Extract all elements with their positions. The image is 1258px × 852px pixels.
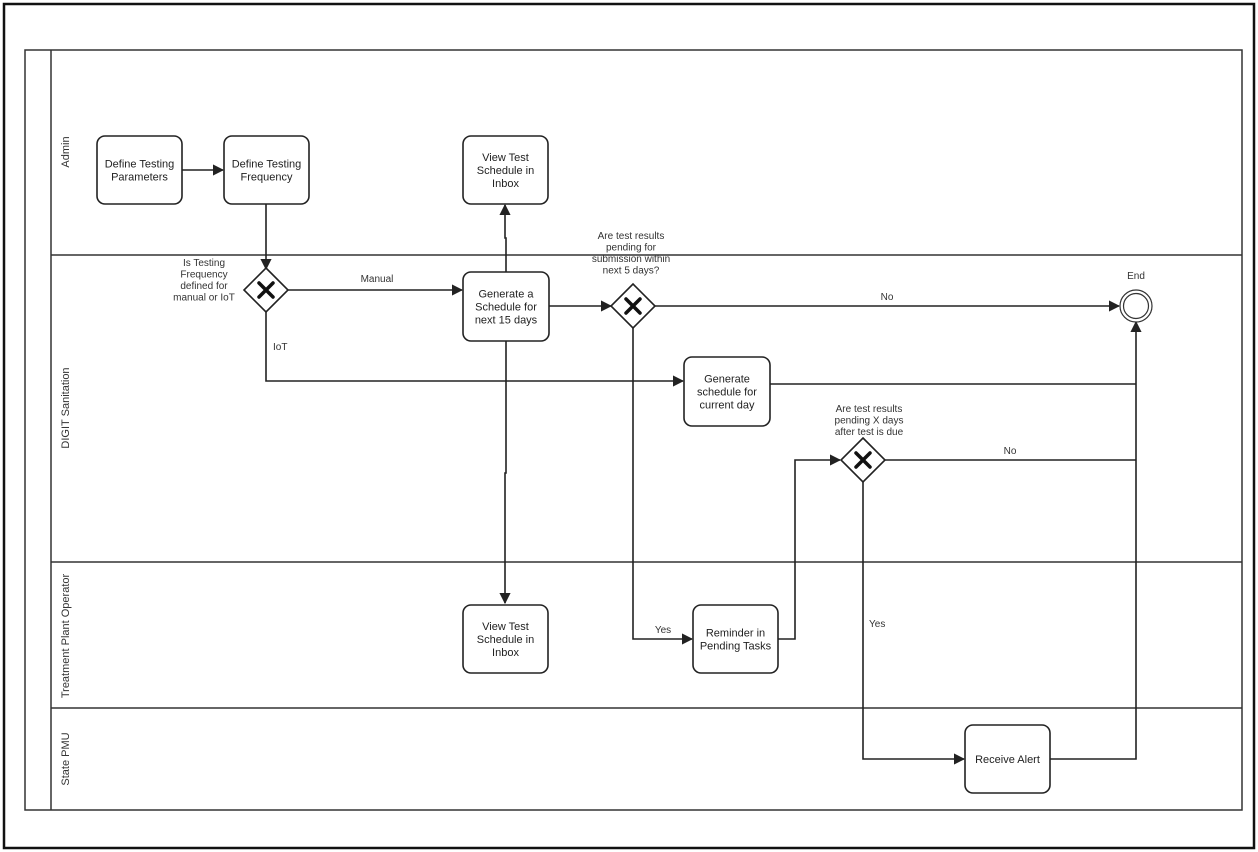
task-label-line: View Test <box>482 621 529 633</box>
task-label-line: current day <box>699 400 755 412</box>
lane-label-admin: Admin <box>60 136 72 167</box>
task-label-line: Generate <box>704 374 750 386</box>
task-label-line: Schedule in <box>477 165 535 177</box>
edge-overdue-yes <box>862 482 966 765</box>
gateway-question-line: after test is due <box>835 427 904 438</box>
task-label-line: Reminder in <box>706 628 765 640</box>
task-label-line: Pending Tasks <box>700 641 772 653</box>
task-label-line: Schedule for <box>475 302 537 314</box>
gateway-question-line: Frequency <box>180 270 227 281</box>
task-label-line: next 15 days <box>475 315 538 327</box>
lane-label-state-pmu: State PMU <box>60 732 72 785</box>
gateway-question-line: manual or IoT <box>173 293 235 304</box>
gateway-question-line: Are test results <box>836 404 903 415</box>
task-label-line: Frequency <box>241 172 293 184</box>
edge-yes-to-reminder <box>632 327 694 645</box>
gateway-question-line: next 5 days? <box>603 266 660 277</box>
task-alert[interactable]: Receive Alert <box>964 724 1051 794</box>
edge-label-yes-pending: Yes <box>655 625 671 636</box>
exclusive-x-icon <box>854 451 872 469</box>
task-box <box>462 604 549 674</box>
task-box <box>692 604 779 674</box>
pool-border <box>24 49 1243 811</box>
lane-label-digit-sanitation: DIGIT Sanitation <box>60 367 72 448</box>
edge-gen15-to-admin-inbox <box>499 203 511 272</box>
edge-label-iot: IoT <box>273 342 287 353</box>
task-label-line: Define Testing <box>232 159 302 171</box>
task-label-line: Inbox <box>492 647 519 659</box>
task-label-line: View Test <box>482 152 529 164</box>
task-label-line: Receive Alert <box>975 754 1040 766</box>
task-box <box>683 356 771 427</box>
edge-reminder-to-overdue-gateway <box>778 454 842 640</box>
edge-gen15-to-operator-inbox <box>499 341 511 605</box>
end-event-label: End <box>1127 271 1145 282</box>
exclusive-x-icon <box>624 297 642 315</box>
gateway-question-line: Are test results <box>598 231 665 242</box>
edge-alert-to-end <box>1050 320 1142 760</box>
task-box <box>462 135 549 205</box>
edge-label-no-pending: No <box>881 292 894 303</box>
end-event[interactable]: End <box>1119 271 1153 323</box>
lane-label-treatment-plant-operator: Treatment Plant Operator <box>60 574 72 699</box>
gateway-question-line: submission within <box>592 254 670 265</box>
edge-label-manual: Manual <box>361 274 394 285</box>
edges <box>182 164 1142 765</box>
task-box <box>462 271 550 342</box>
gateway-question-line: pending for <box>606 243 657 254</box>
edge-label-yes-overdue: Yes <box>869 619 885 630</box>
task-box <box>964 724 1051 794</box>
task-label-line: Inbox <box>492 178 519 190</box>
task-label-line: schedule for <box>697 387 757 399</box>
end-event-inner-ring <box>1122 292 1150 320</box>
gateway-question-line: Is Testing <box>183 258 225 269</box>
task-label-line: Define Testing <box>105 159 175 171</box>
gateway-question-line: defined for <box>180 281 228 292</box>
task-label-line: Generate a <box>478 289 534 301</box>
exclusive-x-icon <box>257 281 275 299</box>
gateway-question-line: pending X days <box>835 416 904 427</box>
task-label-line: Schedule in <box>477 634 535 646</box>
task-box <box>96 135 183 205</box>
task-box <box>223 135 310 205</box>
edge-iot <box>265 311 685 387</box>
task-label-line: Parameters <box>111 172 168 184</box>
edge-label-no-overdue: No <box>1004 446 1017 457</box>
pool <box>24 49 1243 811</box>
